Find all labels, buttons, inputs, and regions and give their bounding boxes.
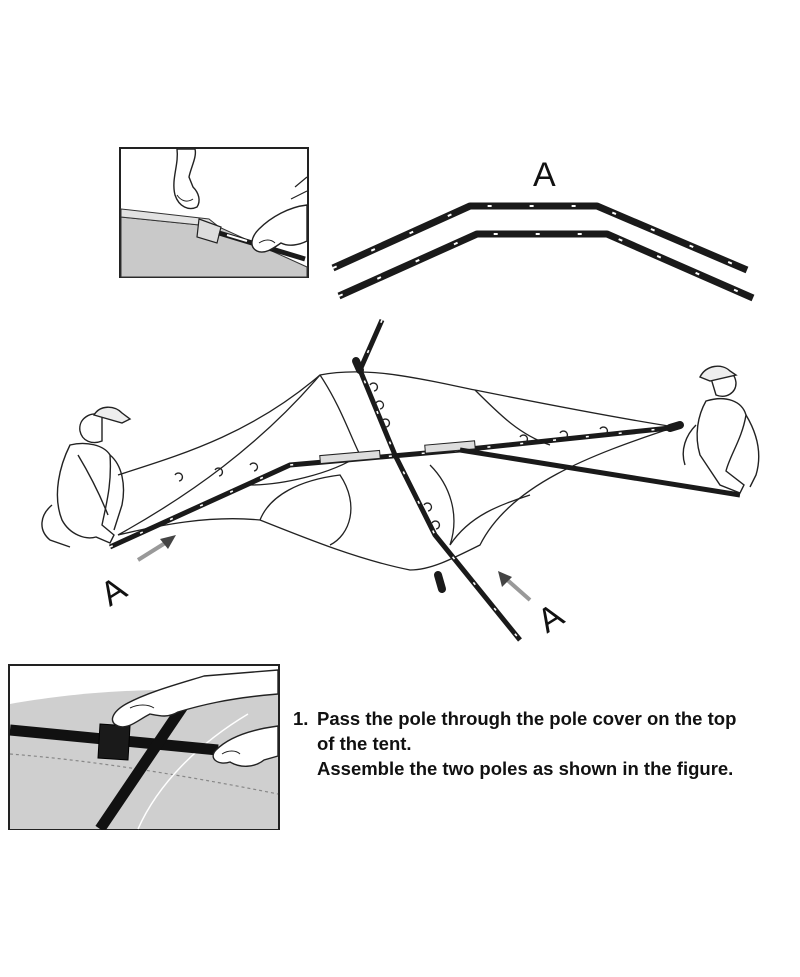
- pole-set-label: A: [533, 156, 556, 194]
- person-right: [682, 365, 760, 494]
- pole-a-vertical: [352, 318, 522, 642]
- arrow-left-label: A: [94, 569, 134, 613]
- step-line-1: Pass the pole through the pole cover on …: [317, 708, 737, 729]
- pole-upper: [331, 202, 749, 274]
- tent-assembly-illustration: A A: [30, 315, 780, 645]
- pole-set-a: A: [325, 150, 755, 310]
- inset-insert-pole: [119, 147, 309, 278]
- step-line-2: of the tent.: [317, 733, 412, 754]
- arrow-left: A: [94, 535, 176, 614]
- arrow-right-label: A: [531, 596, 571, 640]
- pole-lower: [337, 230, 755, 302]
- person-left: [41, 406, 132, 548]
- step-line-2-row: of the tent.: [293, 731, 793, 756]
- inset-pole-cover: [8, 664, 280, 830]
- pole-cover-illustration: [8, 664, 280, 830]
- pole-a-right-segment: [459, 447, 741, 498]
- clips: [174, 382, 609, 530]
- poles-illustration: A: [331, 156, 755, 302]
- instruction-step-1: 1. Pass the pole through the pole cover …: [293, 706, 793, 731]
- step-number: 1.: [293, 708, 309, 729]
- indent-spacer: [293, 756, 317, 781]
- instruction-text: 1. Pass the pole through the pole cover …: [293, 706, 793, 781]
- step-line-3-row: Assemble the two poles as shown in the f…: [293, 756, 793, 781]
- insert-pole-illustration: [119, 147, 309, 278]
- step-line-3: Assemble the two poles as shown in the f…: [317, 758, 734, 779]
- indent-spacer: [293, 731, 317, 756]
- assembly-scene: A A: [41, 318, 760, 642]
